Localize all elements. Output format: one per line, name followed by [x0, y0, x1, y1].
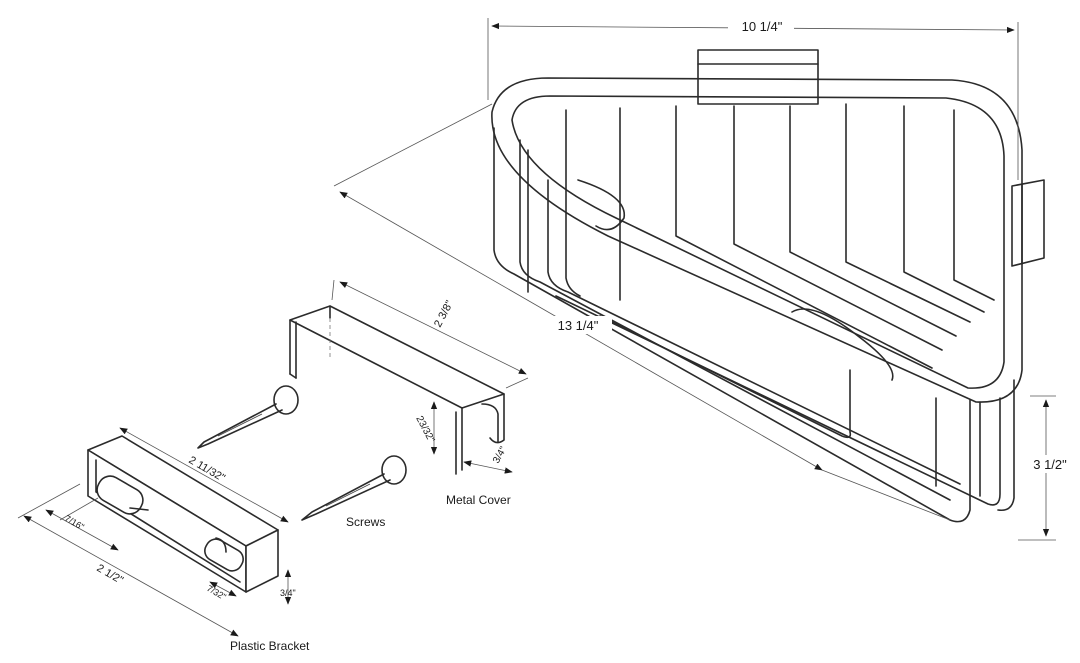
screw-lower	[301, 455, 407, 521]
metal-cover-depth-label: 3/4"	[491, 444, 509, 465]
bracket-hole-label: 7/32"	[205, 583, 228, 602]
basket-height-dimension: 3 1/2"	[1018, 395, 1078, 541]
screws-name: Screws	[346, 515, 385, 529]
basket-mount-tab-right	[1011, 179, 1045, 267]
screw-upper	[197, 385, 299, 449]
corner-basket: 10 1/4" 13 1/4" 3 1/2"	[333, 18, 1078, 541]
basket-depth-dimension: 13 1/4"	[333, 103, 951, 521]
metal-cover-length-label: 2 3/8"	[432, 299, 456, 330]
basket-mount-tab-top	[697, 49, 819, 105]
metal-cover-height-label: 23/32"	[413, 414, 436, 445]
metal-cover-name: Metal Cover	[446, 493, 511, 507]
basket-width-label: 10 1/4"	[742, 19, 783, 34]
metal-cover: 2 3/8" 23/32" 3/4" Metal Cover	[289, 279, 529, 507]
basket-rim	[491, 77, 1023, 403]
bracket-overall-label: 2 1/2"	[95, 562, 126, 587]
basket-height-label: 3 1/2"	[1033, 457, 1067, 472]
bracket-height-label: 3/4"	[280, 588, 296, 598]
plastic-bracket-name: Plastic Bracket	[230, 639, 310, 653]
basket-width-dimension: 10 1/4"	[487, 18, 1019, 180]
plastic-bracket: 2 11/32" 2 1/2" 7/16" 7/32" 3/4" Plastic…	[17, 427, 310, 653]
basket-depth-label: 13 1/4"	[558, 318, 599, 333]
bracket-slot-label: 7/16"	[63, 513, 86, 532]
